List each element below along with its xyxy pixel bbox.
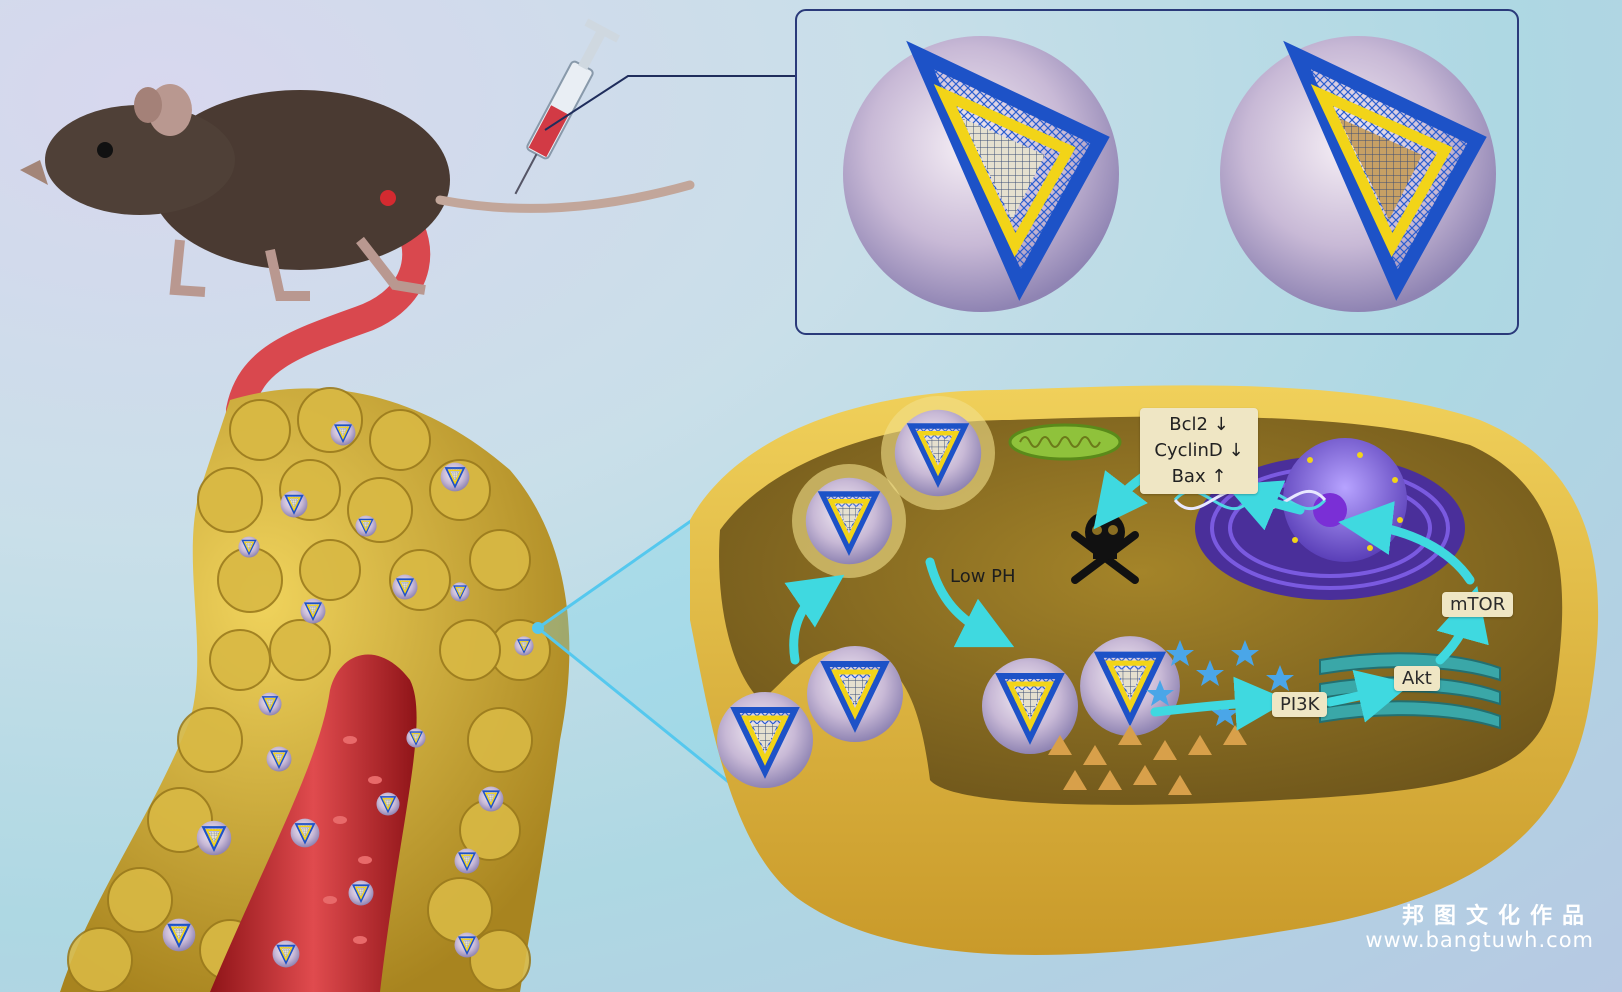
inset-frame (795, 9, 1519, 335)
cell-nanoparticles (717, 396, 1180, 788)
drug-triangles (1048, 725, 1247, 795)
nanoparticle-large-right (1220, 36, 1496, 312)
syringe-icon (514, 18, 621, 195)
pi3k-label: PI3K (1272, 692, 1328, 717)
mouse (20, 84, 695, 301)
nanoparticle-large-left (843, 36, 1119, 312)
low-ph-label: Low PH (950, 566, 1016, 587)
marker-cyclind: CyclinD ↓ (1154, 440, 1244, 461)
watermark-url: www.bangtuwh.com (1365, 928, 1594, 952)
marker-bcl2: Bcl2 ↓ (1169, 414, 1229, 435)
marker-bax: Bax ↑ (1171, 466, 1227, 487)
mitochondrion (1008, 423, 1122, 461)
pathway-arrows (784, 467, 1489, 731)
akt-label: Akt (1394, 666, 1440, 691)
watermark-chinese: 邦图文化作品 (1401, 904, 1594, 929)
mtor-label: mTOR (1442, 592, 1514, 617)
gene-markers-box: Bcl2 ↓ CyclinD ↓ Bax ↑ (1140, 408, 1258, 494)
red-blood-cells (323, 736, 382, 944)
nucleus (1283, 438, 1407, 562)
